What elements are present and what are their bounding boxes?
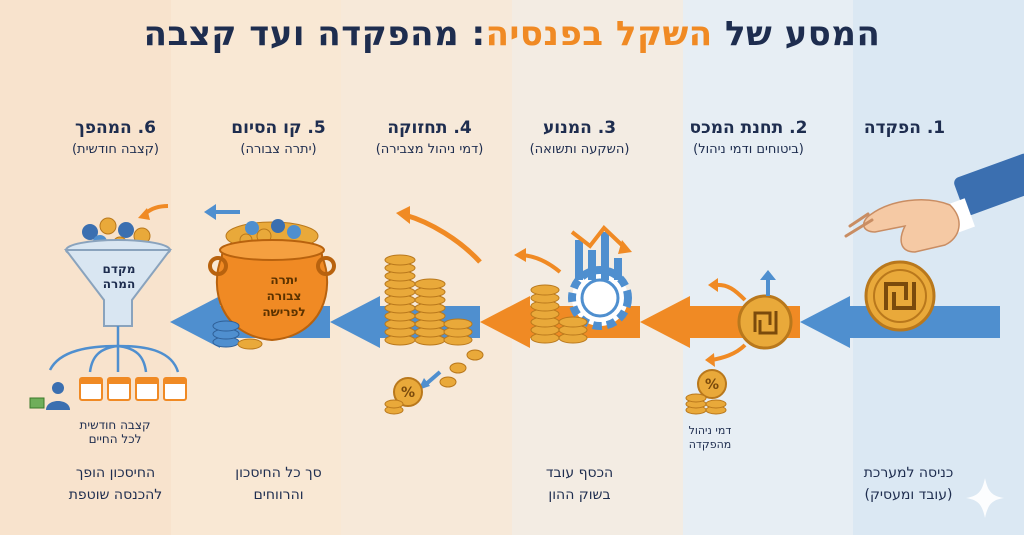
step-6-caption: החיסכון הופך להכנסה שוטפת	[33, 462, 198, 506]
step-6-title: 6. המהפך	[75, 118, 156, 138]
coin-stack-icon	[685, 393, 727, 415]
step-5-subtitle: (יתרה צבורה)	[240, 142, 317, 157]
funnel-icon	[63, 217, 173, 327]
pot-label-line-3: לפרישה	[262, 305, 306, 319]
shekel-coin-icon	[864, 260, 936, 332]
distribution-arrows	[48, 326, 180, 373]
step-2-title: 2. תחנת המכס	[689, 118, 808, 138]
funnel-label-line-2: המרה	[102, 277, 136, 291]
funnel-label-line-1: מקדם	[102, 262, 136, 276]
step-1-caption-line-2: (עובד ומעסיק)	[864, 487, 953, 503]
step-4-subtitle: (דמי ניהול מצבירה)	[375, 142, 484, 157]
step-3-caption-line-1: הכסף עובד	[545, 465, 614, 481]
page-title: המסע של השקל בפנסיה: מהפקדה ועד קצבה	[0, 14, 1024, 54]
step-5-caption: סך כל החיסכון והרווחים	[196, 462, 361, 506]
split-arrows	[711, 282, 747, 362]
title-part-2: : מהפקדה ועד קצבה	[143, 14, 486, 54]
title-part-1: המסע של	[712, 14, 881, 54]
gear-chart-icon	[568, 225, 632, 330]
svg-text:%: %	[705, 377, 719, 393]
percent-icon: %	[697, 369, 727, 399]
title-highlight: השקל בפנסיה	[485, 14, 713, 54]
mgmt-fee-label-line-1: דמי ניהול	[688, 424, 732, 437]
step-3-caption-line-2: בשוק ההון	[548, 487, 611, 503]
pension-label-line-2: לכל החיים	[88, 432, 142, 446]
step-3-caption: הכסף עובד בשוק ההון	[497, 462, 662, 506]
step-4-header: 4. תחזוקה (דמי ניהול מצבירה)	[347, 118, 512, 157]
step-3-header: 3. המנוע (השקעה ותשואה)	[497, 118, 662, 157]
shekel-coin-icon	[737, 294, 793, 350]
step-3-subtitle: (השקעה ותשואה)	[529, 142, 630, 157]
step-2-header: 2. תחנת המכס (ביטוחים ודמי ניהול)	[666, 118, 831, 157]
pot-label-line-1: יתרה	[270, 273, 298, 287]
falling-coins	[439, 349, 484, 388]
step-1-caption-line-1: כניסה למערכת	[863, 465, 954, 481]
calendar-icon	[79, 377, 187, 401]
mgmt-fee-label-line-2: מהפקדה	[688, 438, 732, 451]
pot-label-line-2: צבורה	[266, 289, 302, 303]
arrow-up-left	[138, 204, 169, 220]
coin-stack-icon	[530, 284, 588, 344]
step-6-caption-line-2: להכנסה שוטפת	[68, 487, 163, 503]
svg-text:%: %	[401, 385, 415, 401]
step-6-header: 6. המהפך (קצבה חודשית)	[33, 118, 198, 157]
percent-icon: %	[384, 377, 423, 415]
coin-stack-icon	[384, 254, 473, 346]
step-1-title: 1. הפקדה	[863, 118, 946, 138]
coin-stack-icon	[212, 320, 263, 350]
step-6-subtitle: (קצבה חודשית)	[71, 142, 159, 157]
arrow-up-small	[760, 270, 776, 296]
step-5-header: 5. קו הסיום (יתרה צבורה)	[196, 118, 361, 157]
funnel-label: מקדם המרה	[86, 262, 152, 292]
step-6-caption-line-1: החיסכון הופך	[75, 465, 156, 481]
step-4-title: 4. תחזוקה	[387, 118, 472, 138]
pension-label: קצבה חודשית לכל החיים	[50, 418, 180, 446]
step-1-header: 1. הפקדה	[822, 118, 987, 142]
step-3-title: 3. המנוע	[542, 118, 617, 138]
person-icon	[29, 382, 70, 410]
pension-label-line-1: קצבה חודשית	[79, 418, 151, 432]
hand-icon	[844, 153, 1024, 253]
step-5-caption-line-2: והרווחים	[253, 487, 304, 503]
sparkle-icon	[966, 478, 1004, 518]
arrow-up-left	[204, 204, 240, 220]
pot-of-gold-icon	[208, 219, 336, 342]
mgmt-fee-label: דמי ניהול מהפקדה	[660, 424, 760, 452]
band-step-4	[341, 0, 513, 535]
step-1-caption: כניסה למערכת (עובד ומעסיק)	[826, 462, 991, 506]
band-step-2	[682, 0, 854, 535]
step-2-subtitle: (ביטוחים ודמי ניהול)	[693, 142, 804, 157]
step-5-caption-line-1: סך כל החיסכון	[235, 465, 322, 481]
step-5-title: 5. קו הסיום	[231, 118, 326, 138]
pot-label: יתרה צבורה לפרישה	[246, 272, 322, 320]
